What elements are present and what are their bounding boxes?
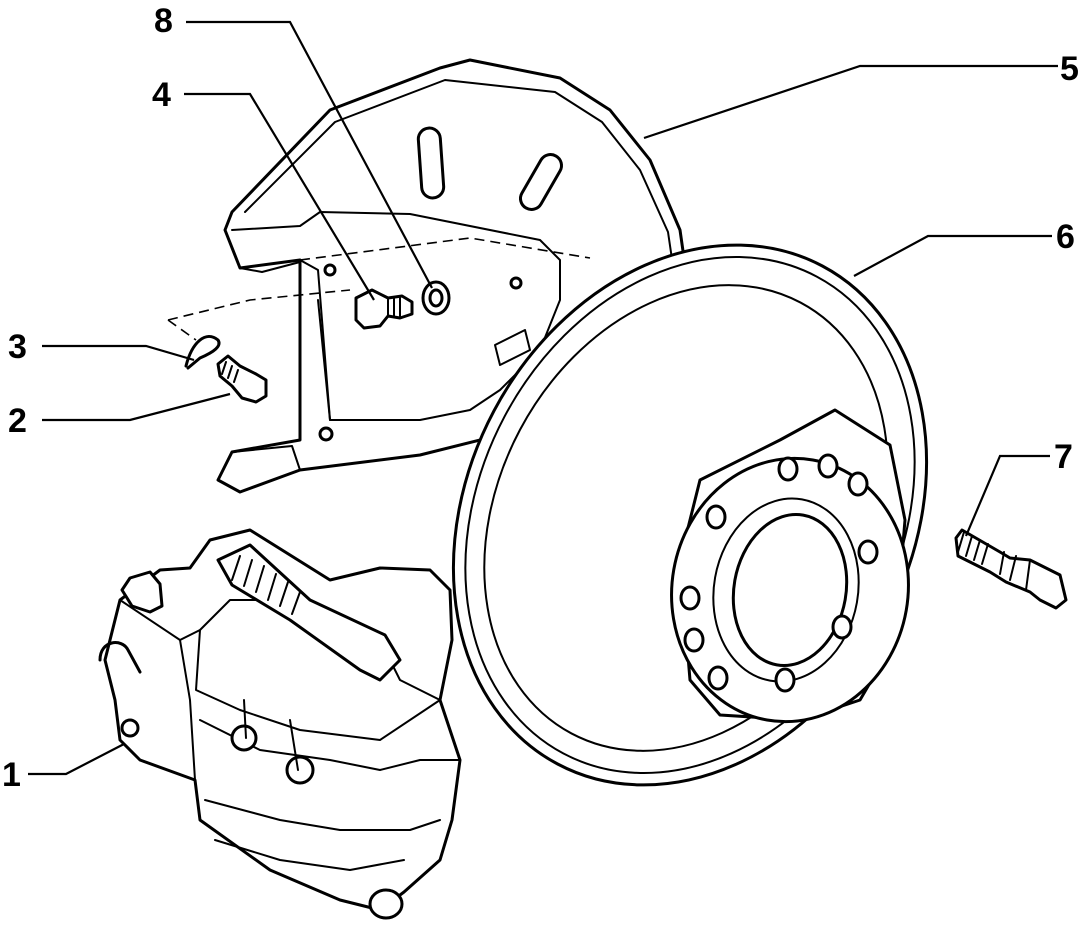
leader-lines: [28, 20, 1058, 776]
brake-disc-part: [451, 243, 929, 787]
callout-1: 1: [2, 756, 21, 794]
callout-8: 8: [154, 2, 173, 40]
callout-6: 6: [1056, 218, 1075, 256]
bolt-part: [216, 354, 268, 404]
leader-8: [186, 20, 433, 289]
leader-1: [28, 743, 125, 776]
leader-5: [643, 64, 1058, 140]
leader-4: [184, 92, 375, 301]
leader-7: [964, 454, 1050, 537]
callout-4: 4: [152, 76, 171, 114]
washer-part: [421, 280, 451, 316]
callout-5: 5: [1060, 50, 1079, 88]
leader-3: [42, 344, 195, 362]
split-pin-part: [184, 334, 221, 370]
alignment-dashed-lines: [167, 237, 591, 341]
leader-2: [42, 392, 231, 422]
leader-6: [853, 234, 1052, 277]
callout-2: 2: [8, 402, 27, 440]
screw-part: [354, 288, 414, 330]
callout-7: 7: [1054, 438, 1073, 476]
callout-labels: 1 2 3 4 5 6 7 8: [2, 2, 1079, 794]
brake-caliper-part: [98, 528, 462, 920]
callout-3: 3: [8, 328, 27, 366]
wheel-stud-part: [954, 528, 1068, 610]
